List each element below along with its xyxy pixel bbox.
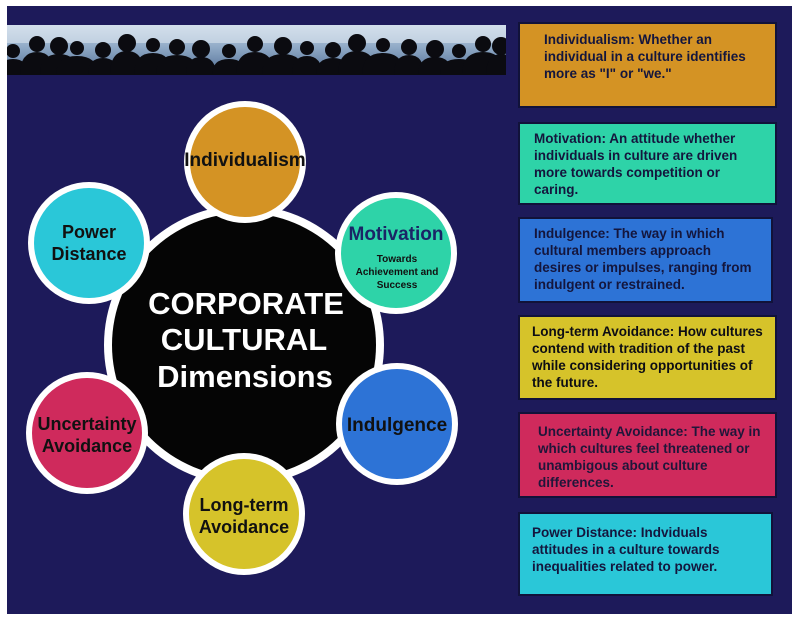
crowd-body: [394, 55, 424, 75]
definition-uncertainty-text: Uncertainty Avoidance: The way in which …: [538, 424, 761, 490]
crowd-body: [56, 56, 98, 75]
crowd-head: [492, 37, 506, 55]
individualism-label: Individualism: [184, 150, 305, 171]
power-label-line2: Distance: [51, 244, 126, 264]
indulgence-label: Indulgence: [347, 415, 447, 436]
definition-indulgence: Indulgence: The way in which cultural me…: [518, 217, 773, 303]
crowd-head: [475, 36, 491, 52]
crowd-head: [169, 39, 185, 55]
longterm-label-line2: Avoidance: [199, 517, 289, 537]
motivation-sub-line3: Success: [377, 280, 418, 291]
crowd-head: [300, 41, 314, 55]
crowd-head: [222, 44, 236, 58]
center-title-line2: CULTURAL: [161, 322, 327, 357]
crowd-head: [401, 39, 417, 55]
crowd-head: [95, 42, 111, 58]
crowd-head: [29, 36, 45, 52]
power-label-line1: Power: [62, 222, 116, 242]
crowd-head: [452, 44, 466, 58]
uncertainty-node: [32, 378, 142, 488]
center-title-line1: CORPORATE: [148, 286, 344, 321]
definition-motivation-text: Motivation: An attitude whether individu…: [534, 131, 738, 197]
motivation-label: Motivation: [349, 224, 444, 245]
crowd-body: [292, 56, 322, 75]
crowd-head: [118, 34, 136, 52]
definition-individualism: Individualism: Whether an individual in …: [518, 22, 777, 108]
indulgence-node: [342, 369, 452, 479]
crowd-silhouette-image: [7, 25, 506, 75]
crowd-head: [7, 44, 20, 58]
uncertainty-label-line1: Uncertainty: [37, 414, 136, 434]
cultural-dimensions-diagram: CORPORATE CULTURAL Dimensions Individual…: [26, 101, 458, 575]
center-disc: [112, 213, 376, 477]
crowd-head: [274, 37, 292, 55]
center-title-line3: Dimensions: [157, 359, 333, 394]
crowd-body: [362, 53, 404, 75]
business-crowd-banner: [7, 25, 506, 75]
crowd-head: [426, 40, 444, 58]
longterm-label-line1: Long-term: [200, 495, 289, 515]
definition-motivation: Motivation: An attitude whether individu…: [518, 122, 777, 205]
power-node: [34, 188, 144, 298]
longterm-node: [189, 459, 299, 569]
motivation-node: [341, 198, 451, 308]
crowd-head: [146, 38, 160, 52]
motivation-sub-line1: Towards: [377, 254, 418, 265]
crowd-head: [376, 38, 390, 52]
definition-indulgence-text: Indulgence: The way in which cultural me…: [534, 226, 752, 292]
definition-longterm: Long-term Avoidance: How cultures conten…: [518, 315, 777, 400]
crowd-head: [247, 36, 263, 52]
motivation-sub-line2: Achievement and: [356, 267, 439, 278]
crowd-body: [186, 57, 216, 75]
crowd-head: [325, 42, 341, 58]
crowd-head: [192, 40, 210, 58]
definition-power-text: Power Distance: Indviduals attitudes in …: [532, 525, 720, 574]
individualism-node: [190, 107, 300, 217]
uncertainty-label-line2: Avoidance: [42, 436, 132, 456]
definition-power: Power Distance: Indviduals attitudes in …: [518, 512, 773, 596]
crowd-head: [70, 41, 84, 55]
definition-longterm-text: Long-term Avoidance: How cultures conten…: [532, 324, 763, 390]
crowd-head: [348, 34, 366, 52]
definition-individualism-text: Individualism: Whether an individual in …: [544, 32, 746, 81]
crowd-body: [486, 54, 506, 75]
definition-uncertainty: Uncertainty Avoidance: The way in which …: [518, 412, 777, 498]
crowd-head: [50, 37, 68, 55]
